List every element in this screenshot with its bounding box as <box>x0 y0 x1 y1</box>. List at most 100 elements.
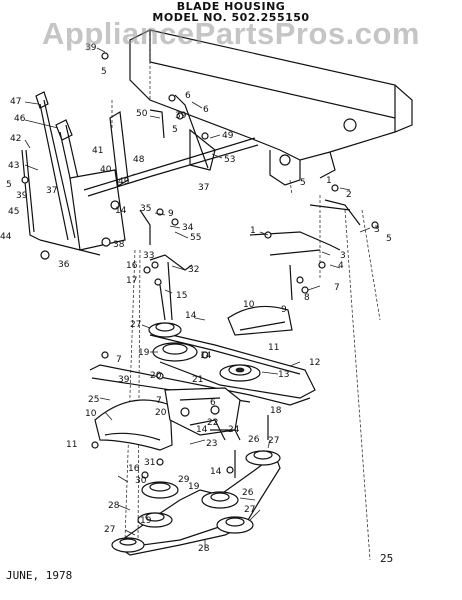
idler-bracket <box>164 387 241 441</box>
callout: 11 <box>268 343 279 353</box>
callout: 21 <box>192 375 203 385</box>
callout: 42 <box>10 134 21 144</box>
callout: 37 <box>198 183 209 193</box>
callout: 24 <box>228 425 240 435</box>
callout: 33 <box>143 251 154 261</box>
callout: 14 <box>185 311 197 321</box>
callout: 28 <box>198 544 210 554</box>
callout: 1 <box>250 226 256 236</box>
callout: 2 <box>346 190 352 200</box>
callout: 46 <box>14 114 26 124</box>
callout: 5 <box>300 178 306 188</box>
callout: 20 <box>150 371 162 381</box>
callout: 28 <box>108 501 120 511</box>
callout: 39 <box>118 375 130 385</box>
lower-belt-assembly <box>111 415 281 556</box>
callout: 39 <box>175 111 187 121</box>
callout: 3 <box>374 225 380 235</box>
callout: 10 <box>243 300 255 310</box>
callout: 14 <box>210 467 222 477</box>
callout: 10 <box>85 409 97 419</box>
callout: 20 <box>155 408 167 418</box>
callout: 53 <box>224 155 235 165</box>
page-number: 25 <box>380 552 394 565</box>
callout: 6 <box>185 91 191 101</box>
callout: 32 <box>188 265 199 275</box>
callout: 22 <box>207 418 218 428</box>
callout: 40 <box>100 165 112 175</box>
lift-handle-assembly <box>21 91 259 260</box>
callout: 37 <box>46 186 57 196</box>
callout: 50 <box>136 109 148 119</box>
callout: 38 <box>113 240 125 250</box>
callout: 30 <box>135 476 147 486</box>
callout: 45 <box>8 207 19 217</box>
callout: 27 <box>130 320 141 330</box>
callout: 9 <box>168 209 174 219</box>
callout: 6 <box>203 105 209 115</box>
callout: 4 <box>338 261 344 271</box>
callout: 55 <box>190 233 201 243</box>
model-number: MODEL NO. 502.255150 <box>152 11 310 24</box>
callout: 27 <box>244 505 255 515</box>
callout: 36 <box>58 260 70 270</box>
callout: 15 <box>176 291 187 301</box>
callout: 23 <box>206 439 217 449</box>
callout: 7 <box>334 283 340 293</box>
blade-guards <box>94 305 293 451</box>
callout: 16 <box>128 464 140 474</box>
callout: 27 <box>104 525 115 535</box>
callout: 16 <box>126 261 138 271</box>
callout: 13 <box>278 370 289 380</box>
callout: 47 <box>10 97 21 107</box>
callout: 14 <box>196 425 208 435</box>
callout: 5 <box>172 125 178 135</box>
callout: 44 <box>0 232 12 242</box>
page-title: BLADE HOUSING <box>176 0 286 13</box>
callout: 6 <box>210 398 216 408</box>
callout: 17 <box>126 276 137 286</box>
callout: 43 <box>8 161 19 171</box>
callout: 31 <box>144 458 155 468</box>
callout: 39 <box>85 43 97 53</box>
callout: 18 <box>270 406 282 416</box>
callout: 25 <box>88 395 99 405</box>
callout: 3 <box>340 251 346 261</box>
callout: 29 <box>178 475 190 485</box>
callout: 5 <box>386 234 392 244</box>
callout: 35 <box>140 204 151 214</box>
callout: 8 <box>304 293 310 303</box>
callout: 41 <box>92 146 103 156</box>
callout-labels: 39 5 47 46 50 39 6 42 41 48 49 53 43 5 3… <box>0 43 392 554</box>
callout: 5 <box>6 180 12 190</box>
callout: 39 <box>16 191 28 201</box>
callout: 26 <box>248 435 260 445</box>
callout: 19 <box>140 516 152 526</box>
callout: 14 <box>115 206 127 216</box>
callout: 19 <box>188 482 200 492</box>
linkage-rods <box>139 94 361 321</box>
upper-belt-assembly <box>89 322 316 406</box>
hardware-bolts <box>21 52 379 479</box>
callout: 27 <box>268 436 279 446</box>
callout: 7 <box>116 355 122 365</box>
publication-date: JUNE, 1978 <box>6 569 73 582</box>
callout: 49 <box>118 177 130 187</box>
leader-lines <box>24 47 371 548</box>
housing-beam <box>129 29 413 186</box>
callout: 9 <box>281 305 287 315</box>
callout: 19 <box>138 348 150 358</box>
watermark: AppliancePartsPros.com <box>42 16 420 51</box>
callout: 7 <box>156 396 162 406</box>
assembly-guide-lines <box>111 36 381 561</box>
callout: 14 <box>200 351 212 361</box>
callout: 34 <box>182 223 194 233</box>
callout: 11 <box>66 440 77 450</box>
callout: 49 <box>222 131 234 141</box>
callout: 5 <box>101 67 107 77</box>
callout: 48 <box>133 155 145 165</box>
callout: 1 <box>326 176 332 186</box>
callout: 12 <box>309 358 320 368</box>
callout: 26 <box>242 488 254 498</box>
